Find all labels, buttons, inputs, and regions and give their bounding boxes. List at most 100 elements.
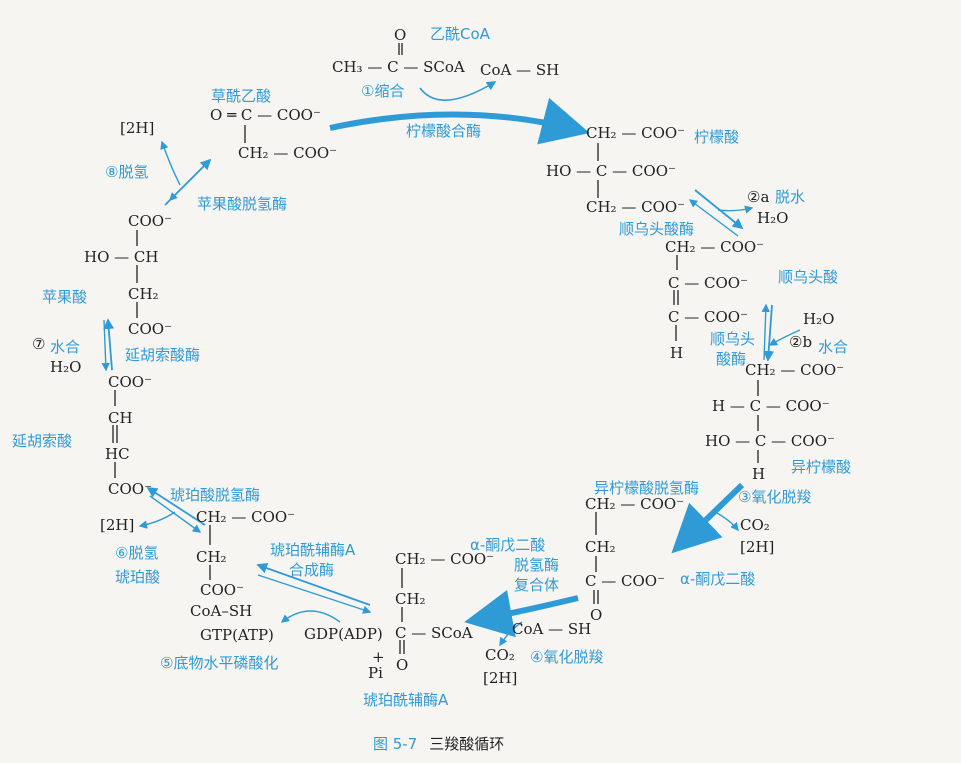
coash-succ: CoA–SH bbox=[190, 602, 253, 620]
enzyme-akgdh-line2: 脱氢酶 bbox=[514, 556, 560, 574]
arrow-icdh bbox=[671, 482, 745, 554]
step-8-label: ⑧脱氢 bbox=[105, 163, 149, 181]
fumarate-label: 延胡索酸 bbox=[12, 432, 73, 450]
succinyl-coa-line1: CH₂ — COO⁻ bbox=[395, 550, 495, 568]
succinate-label: 琥珀酸 bbox=[115, 568, 161, 586]
isocitrate-line4: H bbox=[752, 465, 766, 483]
h2-out-4: [2H] bbox=[483, 669, 518, 687]
succinate-line1: CH₂ — COO⁻ bbox=[196, 508, 296, 526]
pi-label: Pi bbox=[368, 664, 383, 682]
arrow-fumarase-fwd bbox=[103, 318, 115, 371]
succinyl-coa-label: 琥珀酰辅酶A bbox=[363, 691, 449, 709]
arrow-hydration-rev bbox=[761, 303, 770, 361]
arrow-coash-in-4 bbox=[499, 621, 523, 647]
bond-lines bbox=[112, 43, 759, 654]
arrow-gdp-gtp bbox=[280, 610, 341, 623]
arrow-scs-rev bbox=[256, 562, 371, 606]
step-2a-number: ②a bbox=[747, 188, 770, 206]
succinyl-coa-line2: CH₂ bbox=[395, 590, 426, 608]
cis-aconitate-line2: C — COO⁻ bbox=[668, 274, 749, 292]
step-4-label: ④氧化脱羧 bbox=[530, 648, 604, 666]
h2o-in-7: H₂O bbox=[50, 358, 82, 376]
enzyme-fumarase: 延胡索酸酶 bbox=[125, 346, 201, 364]
cis-aconitate-line4: H bbox=[670, 344, 684, 362]
succinyl-coa-line4: O bbox=[396, 656, 409, 674]
succinate-line3: COO⁻ bbox=[200, 581, 244, 599]
enzyme-isocitrate-dehydrogenase: 异柠檬酸脱氢酶 bbox=[594, 479, 700, 497]
h2-out-6: [2H] bbox=[100, 516, 135, 534]
citrate-line2: HO — C — COO⁻ bbox=[546, 162, 676, 180]
enzyme-scs-line2: 合成酶 bbox=[289, 561, 335, 579]
malate-label: 苹果酸 bbox=[42, 288, 88, 306]
arrow-co2-out-3 bbox=[714, 511, 739, 532]
arrow-fumarase-rev bbox=[101, 319, 110, 372]
oxaloacetate-label: 草酰乙酸 bbox=[211, 87, 272, 105]
enzyme-sdh: 琥珀酸脱氢酶 bbox=[170, 486, 261, 504]
acetyl-coa-formula: CH₃ — C — SCoA bbox=[332, 58, 465, 76]
arrow-sdh-fwd bbox=[149, 495, 202, 533]
arrow-2h-out-8 bbox=[160, 140, 181, 186]
step-7-label: 水合 bbox=[50, 338, 81, 356]
h2-out-3: [2H] bbox=[740, 538, 775, 556]
fumarate-line3: HC bbox=[105, 445, 130, 463]
malate-line3: CH₂ bbox=[128, 285, 159, 303]
enzyme-mdh: 苹果酸脱氢酶 bbox=[197, 195, 288, 213]
figure-title: 三羧酸循环 bbox=[429, 735, 505, 753]
arrow-h2o-in bbox=[768, 329, 801, 346]
arrow-mdh-rev bbox=[169, 164, 206, 201]
oxaloacetate-top: O ═ C — COO⁻ bbox=[210, 106, 321, 124]
arrow-2h-out-6 bbox=[138, 511, 176, 529]
gdp-label: GDP(ADP) bbox=[304, 625, 383, 643]
arrow-akgdh bbox=[464, 589, 579, 638]
malate-line4: COO⁻ bbox=[128, 320, 172, 338]
oxaloacetate-bottom: CH₂ — COO⁻ bbox=[238, 144, 338, 162]
akg-line3: C — COO⁻ bbox=[585, 572, 666, 590]
step-5-label: ⑤底物水平磷酸化 bbox=[160, 654, 279, 672]
enzyme-akgdh-line1: α-酮戊二酸 bbox=[470, 536, 546, 554]
co2-out-4: CO₂ bbox=[485, 646, 515, 664]
h2o-in: H₂O bbox=[803, 310, 835, 328]
figure-caption: 图 5-7 三羧酸循环 bbox=[373, 733, 504, 754]
succinyl-coa-line3: C — SCoA bbox=[395, 624, 473, 642]
malate-line1: COO⁻ bbox=[128, 212, 172, 230]
succinate-line2: CH₂ bbox=[196, 548, 227, 566]
arrow-aconitase-fwd bbox=[694, 189, 744, 230]
arrow-aconitase-rev bbox=[688, 199, 739, 237]
figure-number: 图 5-7 bbox=[373, 735, 418, 753]
step-3-label: ③氧化脱羧 bbox=[738, 488, 812, 506]
h2o-out: H₂O bbox=[757, 209, 789, 227]
enzyme-aconitase2-line2: 酸酶 bbox=[716, 350, 747, 368]
step-2a-label: 脱水 bbox=[775, 188, 806, 206]
step-1-label: ①缩合 bbox=[361, 82, 405, 100]
fumarate-line2: CH bbox=[108, 409, 133, 427]
acetyl-coa-oxygen: O bbox=[394, 26, 407, 44]
co2-out-3: CO₂ bbox=[740, 516, 770, 534]
citrate-line3: CH₂ — COO⁻ bbox=[586, 198, 686, 216]
enzyme-aconitase2-line1: 顺乌头 bbox=[710, 330, 756, 348]
cis-aconitate-line3: C — COO⁻ bbox=[668, 308, 749, 326]
arrow-scs-fwd bbox=[257, 574, 372, 614]
akg-line4: O bbox=[590, 606, 603, 624]
plus-sign: + bbox=[372, 648, 385, 666]
cis-aconitate-line1: CH₂ — COO⁻ bbox=[665, 238, 765, 256]
cis-aconitate-label: 顺乌头酸 bbox=[778, 268, 839, 286]
malate-line2: HO — CH bbox=[84, 248, 159, 266]
citrate-label: 柠檬酸 bbox=[694, 128, 740, 146]
enzyme-citrate-synthase: 柠檬酸合酶 bbox=[406, 122, 482, 140]
akg-line2: CH₂ bbox=[585, 538, 616, 556]
enzyme-aconitase: 顺乌头酸酶 bbox=[619, 220, 695, 238]
arrow-condensation bbox=[329, 97, 590, 145]
acetyl-coa-label: 乙酰CoA bbox=[430, 25, 490, 43]
arrow-hydration-fwd bbox=[763, 304, 775, 362]
isocitrate-line3: HO — C — COO⁻ bbox=[705, 432, 835, 450]
enzyme-scs-line1: 琥珀酰辅酶A bbox=[270, 541, 356, 559]
step-7-number: ⑦ bbox=[32, 335, 46, 353]
isocitrate-label: 异柠檬酸 bbox=[791, 458, 852, 476]
step-2b-label: 水合 bbox=[818, 338, 849, 356]
fumarate-line4: COO⁻ bbox=[108, 480, 152, 498]
step-6-label: ⑥脱氢 bbox=[115, 544, 159, 562]
coash-in-4: CoA — SH bbox=[512, 620, 592, 638]
coash-released: CoA — SH bbox=[480, 61, 560, 79]
